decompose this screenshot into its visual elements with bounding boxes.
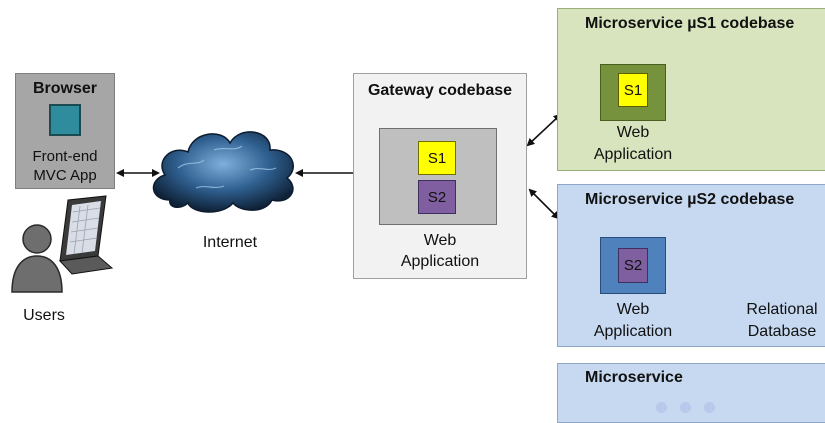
cloud-icon [152,131,294,213]
browser-box: Browser Front-end MVC App [15,73,115,189]
browser-label-line2: MVC App [33,167,97,184]
microservice-1-label-line1: Web [616,124,650,141]
user-icon [11,224,63,293]
laptop-icon [58,195,114,275]
microservice-1-title: Microservice µS1 codebase [585,15,795,32]
microservice-1-label-line2: Application [593,146,673,163]
microservice-1-service-s1: S1 [618,73,648,107]
users-label: Users [23,307,65,324]
microservice-2-box: Microservice µS2 codebase S2 Web Applica… [557,184,825,347]
microservice-2-service-s2: S2 [618,248,648,283]
gateway-label-line2: Application [400,253,480,270]
microservice-2-title: Microservice µS2 codebase [585,191,795,208]
gateway-service-s1: S1 [418,141,456,175]
database-label-line1: Relational [746,301,818,318]
internet-label: Internet [202,234,258,251]
browser-title: Browser [32,80,98,97]
database-label-line2: Database [747,323,817,340]
microservice-2-label-line2: Application [593,323,673,340]
microservice-3-box: Microservice [557,363,825,423]
gateway-label-line1: Web [423,232,457,249]
gateway-service-s2: S2 [418,180,456,214]
microservice-3-title: Microservice [585,369,683,386]
pagination-dot[interactable] [704,402,715,413]
gateway-title: Gateway codebase [367,82,513,99]
gateway-box: Gateway codebase S1 S2 Web Application [353,73,527,279]
browser-label-line1: Front-end [32,148,98,165]
browser-app-square [49,104,81,136]
pagination-dot[interactable] [656,402,667,413]
arrow-gateway-ms1 [526,113,562,147]
gateway-webapp-frame: S1 S2 [379,128,497,225]
arrow-gateway-ms2 [528,188,560,220]
pagination-dot[interactable] [680,402,691,413]
microservice-2-label-line1: Web [616,301,650,318]
microservice-1-box: Microservice µS1 codebase S1 Web Applica… [557,8,825,171]
